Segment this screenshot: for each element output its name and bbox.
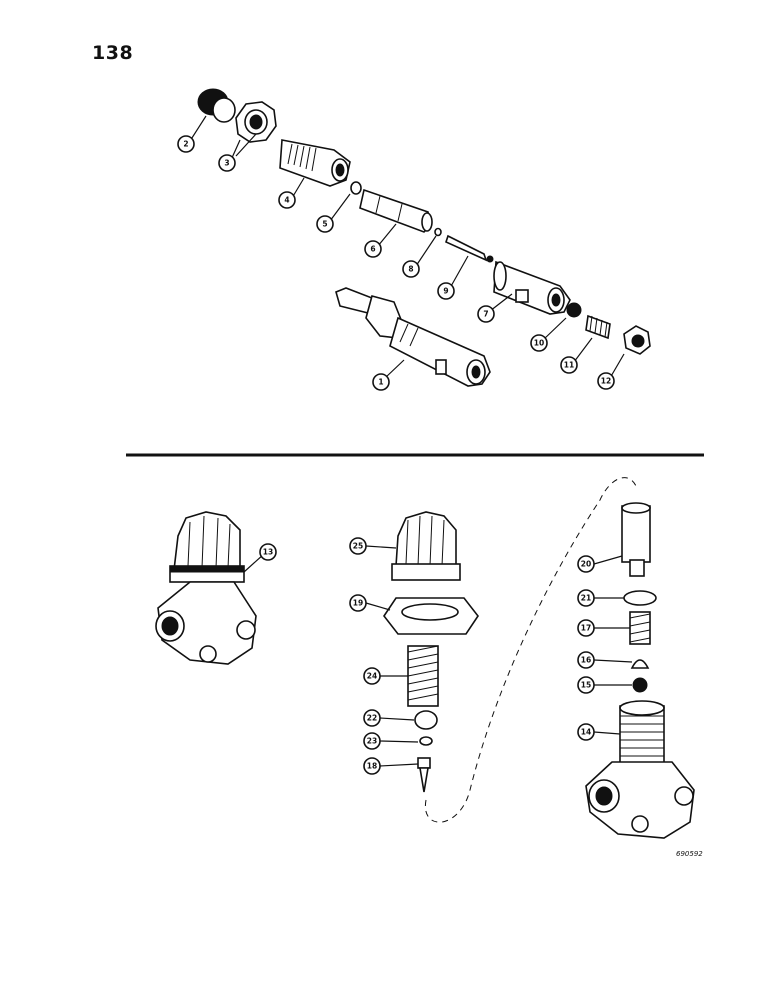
svg-text:1: 1 <box>378 378 383 387</box>
svg-text:8: 8 <box>408 265 413 274</box>
svg-text:25: 25 <box>353 542 363 551</box>
callout-25: 25 <box>349 537 367 555</box>
part-1-assembly <box>335 287 491 387</box>
callout-13: 13 <box>259 543 277 561</box>
svg-text:2: 2 <box>183 140 188 149</box>
callout-3: 3 <box>218 154 236 172</box>
callout-2: 2 <box>177 135 195 153</box>
part-18-screw <box>417 757 431 793</box>
callout-11: 11 <box>560 356 578 374</box>
svg-text:14: 14 <box>581 728 591 737</box>
callout-8: 8 <box>402 260 420 278</box>
svg-text:19: 19 <box>353 599 363 608</box>
svg-text:15: 15 <box>581 681 591 690</box>
part-21-oring <box>623 590 657 606</box>
svg-text:11: 11 <box>564 361 574 370</box>
part-17-spring <box>629 611 651 645</box>
part-24-spring <box>407 645 439 707</box>
part-8-ring <box>434 227 442 237</box>
callout-6: 6 <box>364 240 382 258</box>
svg-text:20: 20 <box>581 560 591 569</box>
figure-code: 690592 <box>676 850 703 858</box>
part-20-plunger <box>621 502 651 577</box>
svg-text:12: 12 <box>601 377 611 386</box>
part-16-cone <box>630 659 650 669</box>
svg-text:17: 17 <box>581 624 591 633</box>
part-12-plug <box>623 325 651 355</box>
part-15-ball <box>632 677 648 693</box>
svg-text:16: 16 <box>581 656 591 665</box>
callout-24: 24 <box>363 667 381 685</box>
svg-text:24: 24 <box>367 672 377 681</box>
callout-7: 7 <box>477 305 495 323</box>
callout-16: 16 <box>577 651 595 669</box>
callout-5: 5 <box>316 215 334 233</box>
svg-text:5: 5 <box>322 220 327 229</box>
callout-18: 18 <box>363 757 381 775</box>
leader-lines <box>189 115 633 767</box>
callout-4: 4 <box>278 191 296 209</box>
part-3-nuts <box>235 101 277 143</box>
part-7-body <box>493 260 571 315</box>
part-23-washer <box>419 736 433 746</box>
part-2-cap <box>197 88 236 123</box>
callout-17: 17 <box>577 619 595 637</box>
part-9-pin <box>445 234 494 263</box>
callout-9: 9 <box>437 282 455 300</box>
svg-text:13: 13 <box>263 548 273 557</box>
part-22-seat <box>414 710 438 730</box>
part-19-nut <box>383 597 479 635</box>
svg-text:9: 9 <box>443 287 448 296</box>
callout-1: 1 <box>372 373 390 391</box>
part-10-ball <box>566 302 582 318</box>
callout-23: 23 <box>363 732 381 750</box>
assembly-guide-line <box>424 477 637 823</box>
callout-19: 19 <box>349 594 367 612</box>
svg-text:23: 23 <box>367 737 377 746</box>
svg-text:22: 22 <box>367 714 377 723</box>
svg-text:7: 7 <box>483 310 488 319</box>
callout-15: 15 <box>577 676 595 694</box>
part-6-spool <box>359 188 433 233</box>
part-14-body <box>585 700 695 839</box>
svg-text:18: 18 <box>367 762 377 771</box>
part-5-oring <box>350 181 362 195</box>
part-4-adapter <box>279 139 351 187</box>
svg-text:10: 10 <box>534 339 544 348</box>
svg-text:3: 3 <box>224 159 229 168</box>
part-13-assembled-valve <box>155 511 257 665</box>
callout-20: 20 <box>577 555 595 573</box>
svg-text:21: 21 <box>581 594 591 603</box>
svg-text:6: 6 <box>370 245 375 254</box>
callout-12: 12 <box>597 372 615 390</box>
part-25-cap <box>391 511 461 581</box>
callout-22: 22 <box>363 709 381 727</box>
callout-14: 14 <box>577 723 595 741</box>
part-11-spring <box>585 314 611 340</box>
callout-21: 21 <box>577 589 595 607</box>
svg-text:4: 4 <box>284 196 289 205</box>
callout-10: 10 <box>530 334 548 352</box>
page-number: 138 <box>92 42 134 64</box>
